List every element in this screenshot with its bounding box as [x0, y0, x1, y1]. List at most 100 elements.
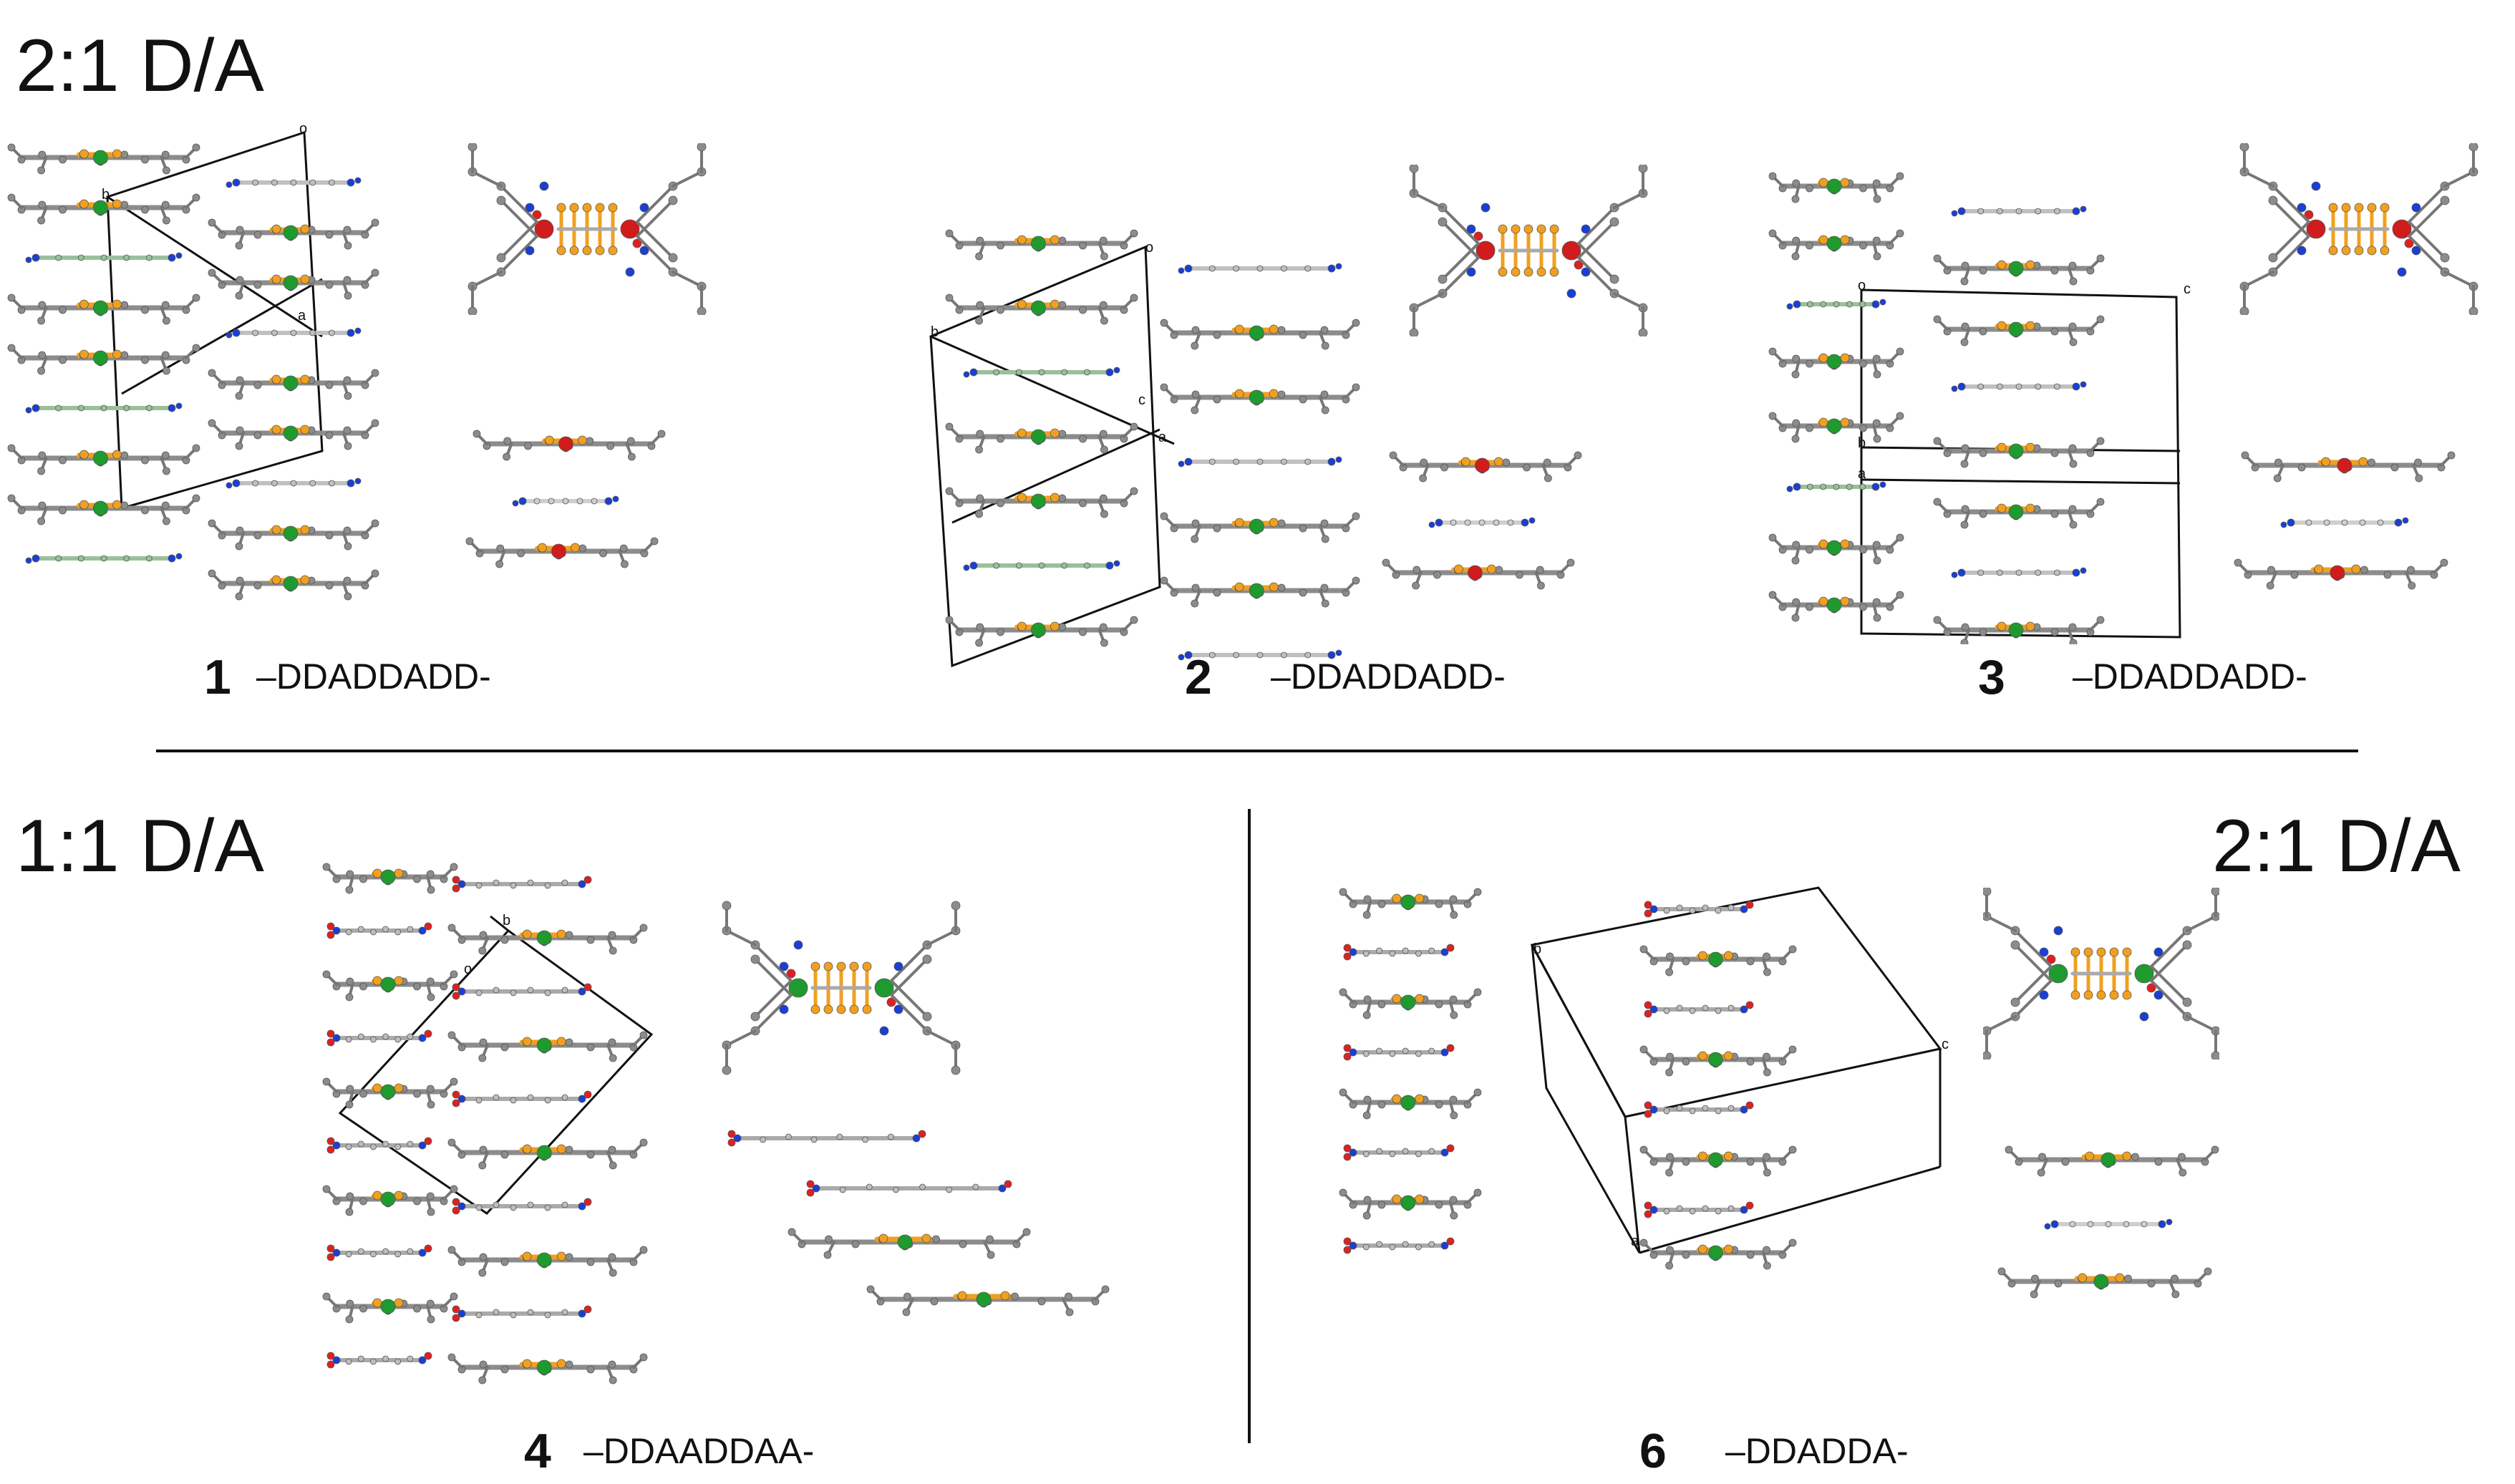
stacked-molecule: [1768, 172, 1904, 203]
stacked-molecule: [1644, 901, 1754, 918]
stacked-molecule: [7, 494, 200, 525]
stacked-molecule: [208, 268, 379, 300]
stacked-molecule: [1343, 1144, 1455, 1161]
molecule-view-2: [1400, 165, 1657, 336]
molecule-view-6: [1983, 888, 2219, 1059]
stacked-molecule: [945, 616, 1138, 647]
molecule-drawing: [2234, 451, 2456, 590]
section-title-bottom-right: 2:1 D/A: [2212, 805, 2461, 888]
stacked-molecule: [1160, 512, 1360, 543]
molecule-drawing: [722, 901, 961, 1075]
stacked-molecule: [1343, 1044, 1455, 1061]
stack-side-view-4: [709, 1117, 1110, 1324]
stacked-molecule: [322, 1185, 458, 1216]
unit-cell-3: [1860, 288, 2181, 639]
stacked-molecule: [1933, 498, 2105, 529]
stacked-molecule: [208, 519, 379, 551]
compound-sequence-4: –DDAADDAA-: [583, 1431, 815, 1471]
stacked-molecule: [1343, 1237, 1455, 1254]
stacked-molecule: [945, 294, 1138, 325]
crystal-packing-panel-4: b o: [308, 859, 680, 1403]
stacked-molecule: [1644, 1101, 1754, 1118]
stacked-molecule: [1160, 319, 1360, 350]
compound-number-3: 3: [1978, 650, 2005, 704]
stacked-molecule: [1951, 205, 2087, 217]
axis-labels-1: o b a: [102, 121, 307, 324]
stacked-molecule: [25, 252, 183, 263]
stacked-molecule: [208, 569, 379, 601]
stacked-molecule: [25, 402, 183, 414]
section-title-bottom-left: 1:1 D/A: [16, 805, 264, 888]
stacked-molecule: [1160, 383, 1360, 414]
molecule-drawing: [727, 1130, 1110, 1316]
crystal-packing-panel-2: o b c a: [916, 122, 1360, 680]
stack-2: [945, 229, 1360, 661]
stacked-molecule: [447, 1353, 648, 1384]
stacked-molecule: [945, 422, 1138, 454]
stacked-molecule: [25, 553, 183, 564]
stacked-molecule: [1933, 315, 2105, 346]
stack-side-view-1: [458, 415, 687, 580]
molecule-drawing: [1997, 1145, 2219, 1299]
molecule-drawing: [465, 430, 666, 568]
axis-label-c: c: [2184, 281, 2191, 297]
stacked-molecule: [208, 218, 379, 250]
unit-cell-1: [106, 130, 324, 510]
molecule-drawing: [1382, 451, 1582, 590]
stack-side-view-2: [1375, 437, 1604, 601]
axis-label-a: a: [1158, 430, 1167, 445]
stacked-molecule: [226, 177, 362, 188]
stacked-molecule: [1343, 944, 1455, 961]
axis-label-b: b: [1533, 941, 1541, 957]
axis-labels-3: o c b a: [1858, 278, 2191, 482]
stacked-molecule: [1951, 381, 2087, 392]
stack-3: [1768, 172, 2105, 644]
stacked-molecule: [1786, 299, 1886, 310]
stacked-molecule: [447, 923, 648, 955]
molecule-view-1: [458, 143, 716, 315]
molecule-drawing: [1409, 165, 1648, 336]
stacked-molecule: [7, 444, 200, 475]
stacked-molecule: [1951, 567, 2087, 578]
compound-number-6: 6: [1639, 1424, 1667, 1478]
stacked-molecule: [1339, 988, 1482, 1019]
compound-number-1: 1: [204, 650, 231, 704]
stack-side-view-6: [1990, 1131, 2241, 1310]
unit-cell-6: [1530, 886, 1942, 1254]
stacked-molecule: [945, 487, 1138, 518]
stacked-molecule: [1933, 254, 2105, 286]
stacked-molecule: [322, 970, 458, 1002]
compound-number-4: 4: [524, 1424, 551, 1478]
stacked-molecule: [7, 143, 200, 175]
axis-label-b: b: [1858, 435, 1866, 451]
stacked-molecule: [7, 193, 200, 225]
stacked-molecule: [1639, 945, 1797, 976]
stacked-molecule: [452, 876, 592, 893]
crystal-packing-panel-3: o c b a: [1768, 143, 2212, 644]
molecule-drawing: [2239, 143, 2478, 315]
crystal-packing-panel-1: o b a: [7, 115, 408, 630]
stacked-molecule: [1768, 591, 1904, 622]
molecule-drawing: [467, 143, 707, 315]
stacked-molecule: [447, 1031, 648, 1062]
stacked-molecule: [326, 922, 432, 939]
molecule-view-4: [669, 895, 1013, 1081]
stacked-molecule: [1339, 1088, 1482, 1120]
stacked-molecule: [452, 1305, 592, 1322]
stacked-molecule: [1178, 263, 1342, 274]
stacked-molecule: [208, 369, 379, 400]
stacked-molecule: [1178, 456, 1342, 467]
stacked-molecule: [1933, 437, 2105, 468]
stacked-molecule: [322, 863, 458, 894]
stacked-molecule: [447, 1138, 648, 1170]
stacked-molecule: [1639, 1238, 1797, 1270]
stack-4: [322, 863, 648, 1384]
stacked-molecule: [1786, 481, 1886, 493]
stacked-molecule: [1644, 1001, 1754, 1018]
stacked-molecule: [322, 1292, 458, 1324]
unit-cell-4: [338, 915, 654, 1215]
stacked-molecule: [322, 1077, 458, 1109]
stack-6: [1339, 888, 1797, 1270]
stacked-molecule: [452, 1090, 592, 1107]
